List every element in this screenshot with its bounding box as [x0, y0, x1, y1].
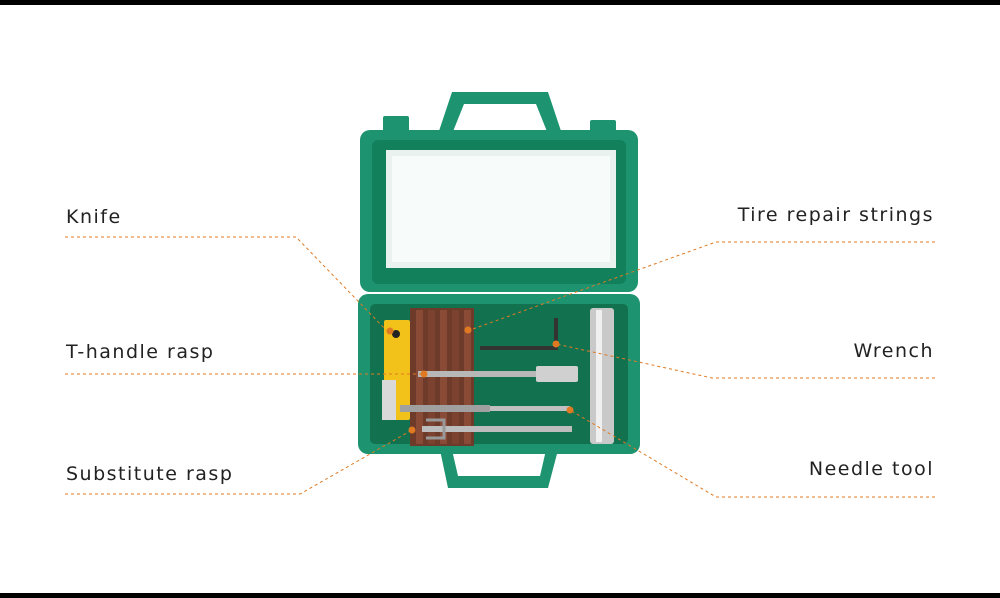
label-t-handle-rasp: T-handle rasp — [66, 341, 215, 363]
knife — [382, 320, 410, 420]
label-substitute-rasp: Substitute rasp — [66, 463, 234, 485]
needle-tool — [422, 418, 572, 440]
label-knife: Knife — [66, 206, 122, 228]
substitute-marker — [408, 426, 416, 434]
marker-dots — [386, 326, 574, 434]
needle-marker — [566, 406, 574, 414]
label-wrench: Wrench — [853, 340, 934, 362]
strings-marker — [464, 326, 472, 334]
wrench-marker — [552, 340, 560, 348]
label-tire-repair-strings: Tire repair strings — [737, 204, 934, 226]
bottom-border — [0, 593, 1000, 598]
t-handle-rasp — [418, 366, 578, 382]
knife-marker — [386, 327, 394, 335]
leader-lines — [65, 236, 935, 498]
substitute-rasp — [400, 405, 570, 412]
top-border — [0, 0, 1000, 5]
case-lid — [360, 92, 638, 292]
wrench — [480, 318, 558, 350]
t-handle-bar — [590, 308, 614, 444]
label-needle-tool: Needle tool — [808, 458, 934, 480]
rasp-marker — [420, 370, 428, 378]
